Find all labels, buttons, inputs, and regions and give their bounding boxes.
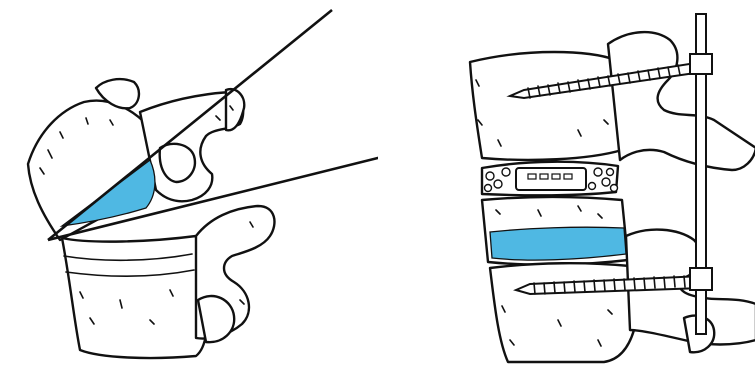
- highlighted-disc: [490, 227, 626, 260]
- upper-facet: [160, 144, 195, 182]
- interbody-cage: [516, 168, 586, 190]
- panel-a: [0, 0, 378, 366]
- panel-b: [378, 0, 755, 366]
- lower-vertebral-body: [490, 263, 634, 362]
- lower-vertebral-body: [62, 236, 207, 358]
- upper-posterior-elements: [608, 32, 755, 170]
- upper-vertebral-body: [470, 52, 622, 160]
- panel-a-drawing: [0, 0, 378, 366]
- panel-b-drawing: [378, 0, 755, 366]
